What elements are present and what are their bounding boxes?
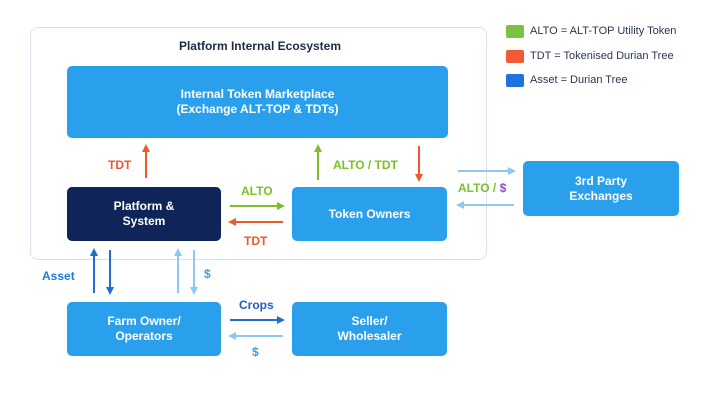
third-party-line1: 3rd Party (574, 173, 628, 188)
legend-swatch-asset (506, 74, 524, 87)
legend-swatch-alto (506, 25, 524, 38)
token-owners-line1: Token Owners (328, 206, 411, 221)
token-owners-node: Token Owners (292, 187, 447, 241)
ecosystem-title: Platform Internal Ecosystem (178, 39, 342, 53)
label-dollar-farm: $ (204, 267, 211, 281)
label-alto-tdt: ALTO / TDT (333, 158, 398, 172)
marketplace-node: Internal Token Marketplace (Exchange ALT… (67, 66, 448, 138)
label-asset: Asset (42, 269, 75, 283)
seller-line2: Wholesaler (337, 329, 402, 343)
legend-alto: ALTO = ALT-TOP Utility Token (530, 25, 677, 37)
label-alto-ext-text: ALTO / (458, 181, 497, 195)
marketplace-line2: (Exchange ALT-TOP & TDTs) (176, 102, 339, 116)
legend-swatch-tdt (506, 50, 524, 63)
third-party-node: 3rd Party Exchanges (523, 161, 679, 216)
legend-tdt: TDT = Tokenised Durian Tree (530, 50, 674, 62)
seller-line1: Seller/ (351, 314, 388, 328)
label-dollar-ext: $ (499, 181, 507, 195)
platform-line2: System (122, 214, 166, 228)
label-tdt-left: TDT (244, 234, 268, 248)
label-alto-tdt-text: ALTO / TDT (333, 158, 398, 172)
marketplace-line1: Internal Token Marketplace (180, 87, 335, 101)
farm-owner-line2: Operators (115, 329, 173, 343)
platform-line1: Platform & (113, 199, 175, 213)
farm-owner-node: Farm Owner/ Operators (67, 302, 221, 356)
platform-node: Platform & System (67, 187, 221, 241)
farm-owner-line1: Farm Owner/ (107, 314, 181, 328)
seller-node: Seller/ Wholesaler (292, 302, 447, 356)
label-tdt-up: TDT (108, 158, 132, 172)
label-alto-right: ALTO (241, 184, 273, 198)
label-alto-ext: ALTO / $ (458, 181, 506, 195)
third-party-line2: Exchanges (569, 188, 633, 203)
legend-asset: Asset = Durian Tree (530, 74, 628, 86)
label-crops: Crops (239, 298, 274, 312)
label-dollar-seller: $ (252, 345, 259, 359)
